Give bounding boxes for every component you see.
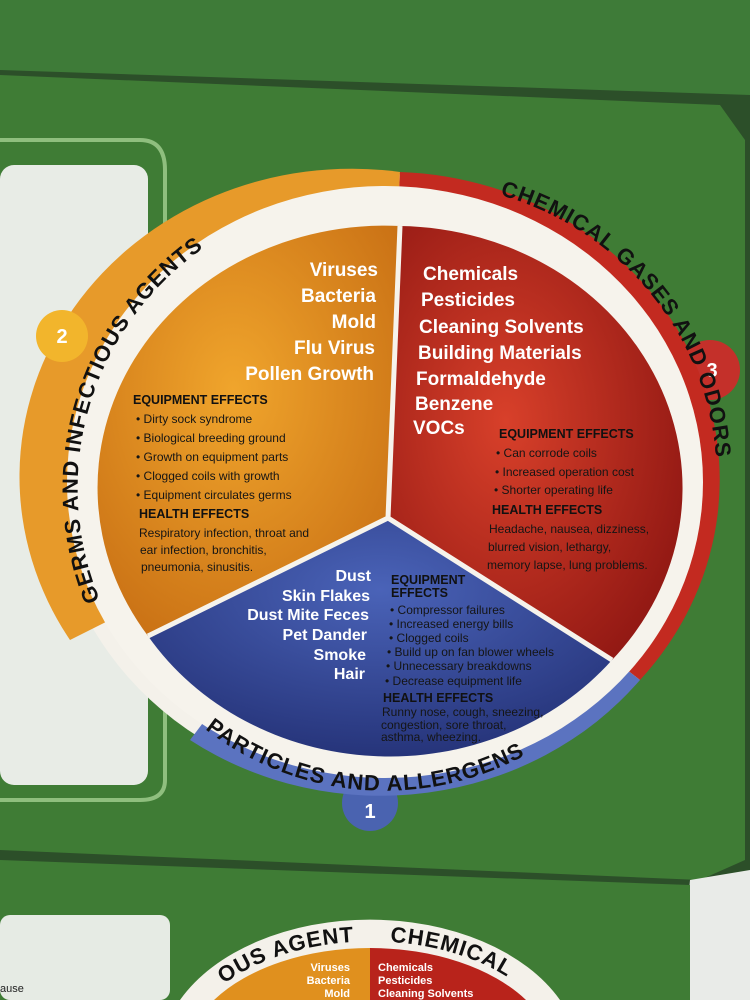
germs-effect: • Dirty sock syndrome [136,412,253,426]
germs-effect: • Clogged coils with growth [136,469,280,483]
particles-health-heading: HEALTH EFFECTS [383,691,493,705]
germs-item: Mold [332,312,376,333]
germs-health-line: Respiratory infection, throat and [139,526,309,540]
particles-effect: • Clogged coils [389,631,469,645]
germs-item: Pollen Growth [245,364,374,385]
particles-health-effects: Runny nose, cough, sneezing, congestion,… [381,705,543,744]
lower-germs-item: Viruses [310,962,350,974]
particles-effect: • Unnecessary breakdowns [386,659,532,673]
lower-chem-item: Cleaning Solvents [378,988,473,1000]
germs-item: Bacteria [301,286,376,307]
particles-health-line: congestion, sore throat, [381,718,506,732]
chemical-item: Pesticides [421,290,515,311]
particles-item: Hair [334,666,365,683]
germs-effect: • Growth on equipment parts [136,450,288,464]
particles-effect: • Decrease equipment life [385,674,522,688]
germs-health-line: ear infection, bronchitis, [140,543,267,557]
particles-health-line: asthma, wheezing. [381,730,481,744]
particles-item: Dust [335,568,371,585]
particles-items: Dust Skin Flakes Dust Mite Feces Pet Dan… [247,568,371,683]
germs-item: Flu Virus [294,338,375,359]
lower-germs-item: Mold [324,988,350,1000]
lower-chem-item: Pesticides [378,975,432,987]
germs-item: Viruses [310,260,378,281]
sector-chemical [388,226,683,660]
chemical-item: Formaldehyde [416,369,546,390]
chemical-health-line: Headache, nausea, dizziness, [489,522,649,536]
particles-effect: • Build up on fan blower wheels [387,645,554,659]
chemical-item: Cleaning Solvents [419,317,584,338]
chemical-health-line: blurred vision, lethargy, [488,540,611,554]
badge-2-number: 2 [56,326,67,348]
particles-health-line: Runny nose, cough, sneezing, [382,705,543,719]
chemical-item: Building Materials [418,343,582,364]
particles-equipment-heading: EFFECTS [391,586,448,600]
chemical-items: Chemicals Pesticides Cleaning Solvents B… [413,264,584,439]
chemical-effect: • Shorter operating life [494,483,613,497]
badge-2 [36,310,88,362]
sector-particles [148,518,612,757]
germs-equipment-effects: • Dirty sock syndrome • Biological breed… [136,412,292,502]
sector-germs [97,225,400,636]
particles-item: Pet Dander [283,627,367,644]
chemical-health-effects: Headache, nausea, dizziness, blurred vis… [487,522,649,572]
chemical-item: Chemicals [423,264,518,285]
upper-box [0,0,750,95]
lower-germs-item: Bacteria [307,975,351,987]
chemical-equipment-heading: EQUIPMENT EFFECTS [499,427,634,441]
lower-orange-sector [214,948,370,1000]
particles-item: Smoke [314,647,367,664]
lower-side-text: ause [0,983,24,995]
chemical-health-line: memory lapse, lung problems. [487,558,648,572]
germs-health-line: pneumonia, sinusitis. [141,560,253,574]
chemical-equipment-effects: • Can corrode coils • Increased operatio… [494,446,635,497]
chemical-health-heading: HEALTH EFFECTS [492,503,602,517]
wall [680,870,750,1000]
chemical-item: Benzene [415,394,493,415]
germs-effect: • Biological breeding ground [136,431,286,445]
lower-box-panel [0,915,170,1000]
germs-health-effects: Respiratory infection, throat and ear in… [139,526,309,574]
lower-chem-item: Chemicals [378,962,433,974]
particles-effect: • Increased energy bills [389,617,513,631]
sector-dividers [146,225,614,663]
badge-1-number: 1 [364,801,375,823]
particles-item: Dust Mite Feces [247,607,369,624]
germs-health-heading: HEALTH EFFECTS [139,507,249,521]
particles-equipment-heading: EQUIPMENT [391,573,466,587]
germs-items: Viruses Bacteria Mold Flu Virus Pollen G… [245,260,378,385]
chemical-effect: • Increased operation cost [495,465,635,479]
lower-red-sector [370,948,526,1000]
chemical-item: VOCs [413,418,465,439]
chemical-effect: • Can corrode coils [496,446,597,460]
pie [97,225,683,757]
badge-3-number: 3 [706,360,717,382]
particles-item: Skin Flakes [282,588,370,605]
germs-equipment-heading: EQUIPMENT EFFECTS [133,393,268,407]
particles-effect: • Compressor failures [390,603,505,617]
particles-equipment-effects: • Compressor failures • Increased energy… [385,603,554,688]
germs-effect: • Equipment circulates germs [136,488,292,502]
